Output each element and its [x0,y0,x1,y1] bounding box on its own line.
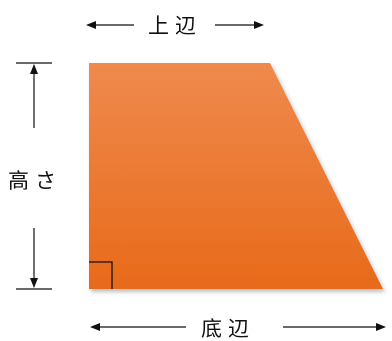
height-label: 高さ [8,169,62,193]
height-arrowhead-down [30,278,38,288]
right-angle-marker [89,261,113,289]
height-dimension: 高さ [8,62,62,290]
trapezoid-shape [89,63,383,289]
top-edge-label: 上辺 [148,14,202,38]
bottom-edge-label: 底辺 [201,317,255,341]
bottom-edge-dimension: 底辺 [90,317,386,341]
bottom-edge-arrowhead-left [90,323,100,331]
height-arrowhead-up [30,64,38,74]
top-edge-arrowhead-left [86,21,96,29]
top-edge-dimension: 上辺 [86,14,264,38]
top-edge-arrowhead-right [254,21,264,29]
bottom-edge-arrowhead-right [376,323,386,331]
